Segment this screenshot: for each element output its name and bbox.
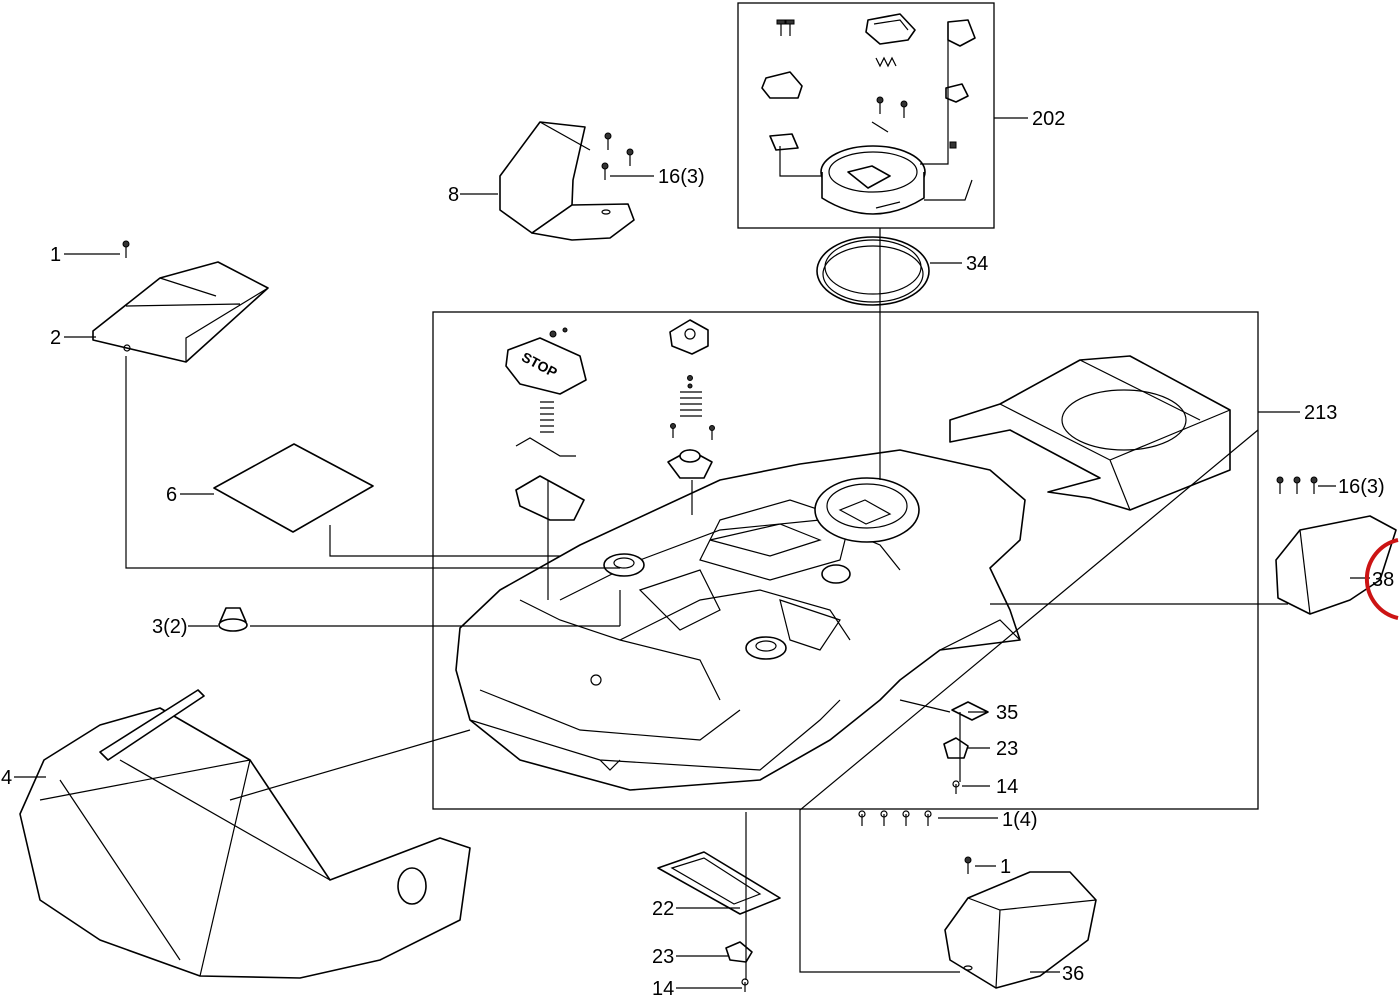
label-6: 6	[166, 484, 177, 506]
label-4: 4	[1, 767, 12, 789]
leader-lines	[14, 117, 1370, 989]
label-23-right: 23	[996, 738, 1018, 760]
label-1-4: 1(4)	[1002, 809, 1038, 831]
assembly-box-213	[432, 311, 1259, 810]
parts-22-23-14-bottom	[657, 851, 781, 992]
part-8-cover	[499, 121, 635, 241]
label-8: 8	[448, 184, 459, 206]
label-38: 38	[1372, 569, 1394, 591]
part-3-plug	[218, 607, 248, 632]
label-22: 22	[652, 898, 674, 920]
part-6-pad	[213, 443, 374, 533]
assembly-box-202	[737, 2, 995, 229]
label-213: 213	[1304, 402, 1337, 424]
power-button-assembly	[667, 319, 715, 479]
part-213-plate	[949, 355, 1231, 511]
part-4-front-cover	[19, 689, 471, 979]
label-202: 202	[1032, 108, 1065, 130]
part-labels: 1 2 6 3(2) 4 8 16(3) 202 34 213 16(3) 38…	[1, 108, 1394, 999]
label-36: 36	[1062, 963, 1084, 985]
stop-button-assembly: STOP	[505, 327, 587, 521]
parts-35-23-14-right	[858, 701, 989, 826]
part-202-assembly	[761, 13, 976, 215]
label-2: 2	[50, 327, 61, 349]
part-213-chassis	[455, 449, 1026, 791]
label-16-3-right: 16(3)	[1338, 476, 1385, 498]
highlight-circle-38	[1364, 538, 1399, 620]
part-36-housing	[944, 856, 1097, 989]
label-16-3-top: 16(3)	[658, 166, 705, 188]
label-14-right: 14	[996, 776, 1018, 798]
part-34-seal-ring	[816, 236, 930, 306]
label-35: 35	[996, 702, 1018, 724]
part-38-cover	[1275, 476, 1397, 615]
label-1-bottom: 1	[1000, 856, 1011, 878]
label-34: 34	[966, 253, 988, 275]
label-23-bottom: 23	[652, 946, 674, 968]
part-2-housing	[92, 240, 269, 363]
label-3-2: 3(2)	[152, 616, 188, 638]
label-14-bottom: 14	[652, 978, 674, 999]
label-1: 1	[50, 244, 61, 266]
